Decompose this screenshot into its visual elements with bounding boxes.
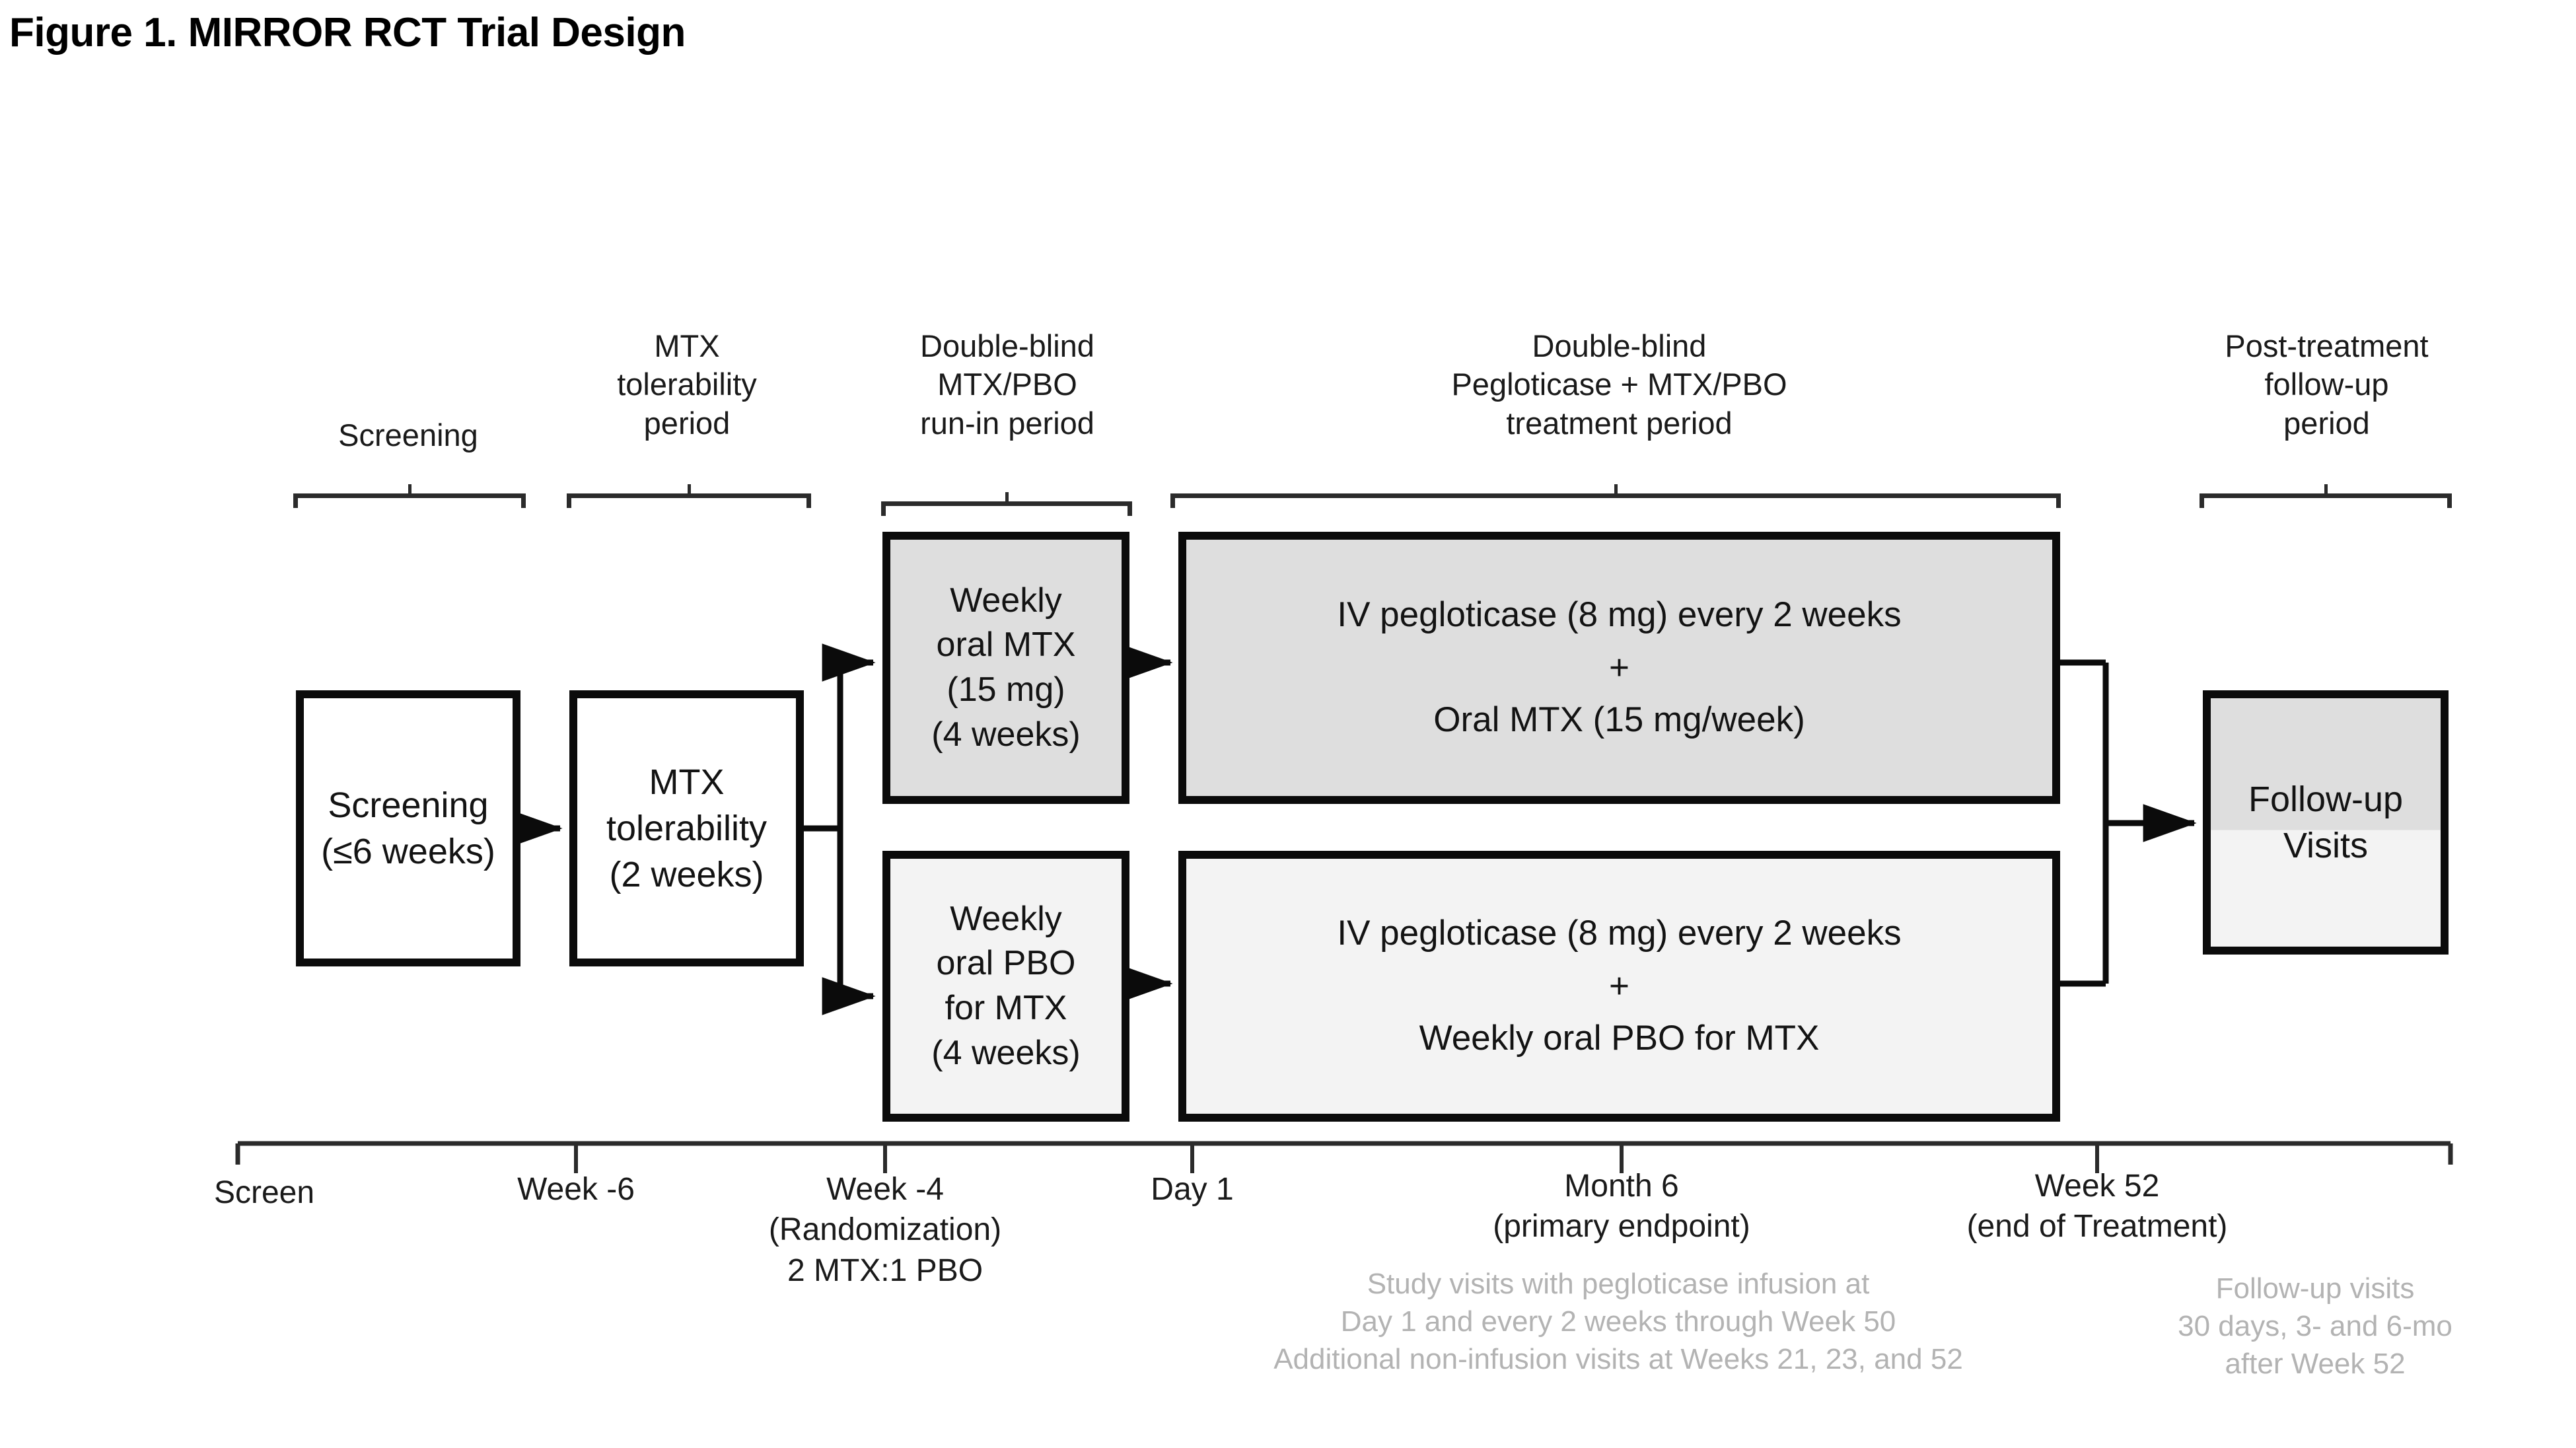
box-line: Weekly (950, 581, 1062, 620)
bracket-run-in (881, 492, 1132, 516)
box-line: tolerability (606, 808, 768, 848)
period-header-line: run-in period (920, 405, 1094, 441)
box-line: (≤6 weeks) (321, 832, 495, 871)
box-line: Weekly (950, 899, 1062, 938)
period-header-line: follow-up (2264, 367, 2389, 402)
period-header-line: MTX/PBO (937, 367, 1077, 402)
period-header-line: treatment period (1506, 405, 1733, 441)
timeline-label-line: Screen (213, 1175, 315, 1210)
timeline-label-week-52: Week 52 (end of Treatment) (1886, 1166, 2308, 1247)
note-study-visits: Study visits with pegloticase infusion a… (1176, 1265, 2061, 1379)
period-header-line: MTX (654, 328, 720, 363)
timeline-label-week-6: Week -6 (470, 1169, 682, 1210)
timeline-label-line: Week -6 (517, 1172, 635, 1207)
box-followup-visits[interactable]: Follow-up Visits (2203, 690, 2449, 955)
period-header-mtx-tolerability: MTX tolerability period (568, 327, 806, 443)
note-line: 30 days, 3- and 6-mo (2178, 1310, 2452, 1343)
box-line: IV pegloticase (8 mg) every 2 weeks (1337, 914, 1902, 953)
page-title: Figure 1. MIRROR RCT Trial Design (9, 10, 686, 55)
box-line: for MTX (945, 989, 1067, 1027)
period-header-treatment: Double-blind Pegloticase + MTX/PBO treat… (1178, 327, 2060, 443)
box-runin-weekly-oral-pbo[interactable]: Weekly oral PBO for MTX (4 weeks) (882, 851, 1129, 1122)
period-header-line: Double-blind (920, 328, 1094, 363)
timeline-label-day-1: Day 1 (1087, 1169, 1298, 1210)
box-line: Screening (328, 785, 489, 825)
period-header-line: period (643, 405, 731, 441)
box-line: MTX (649, 762, 725, 802)
period-header-run-in: Double-blind MTX/PBO run-in period (878, 327, 1136, 443)
bracket-treatment (1170, 484, 2061, 508)
box-treatment-pegloticase-mtx[interactable]: IV pegloticase (8 mg) every 2 weeks + Or… (1178, 532, 2060, 804)
period-header-line: Double-blind (1532, 328, 1707, 363)
note-line: Study visits with pegloticase infusion a… (1367, 1268, 1870, 1300)
timeline-label-line: (end of Treatment) (1966, 1209, 2228, 1245)
box-treatment-pegloticase-pbo[interactable]: IV pegloticase (8 mg) every 2 weeks + We… (1178, 851, 2060, 1122)
note-line: Day 1 and every 2 weeks through Week 50 (1340, 1305, 1896, 1338)
timeline-label-line: (Randomization) (768, 1212, 1002, 1248)
timeline-label-week-4: Week -4 (Randomization) 2 MTX:1 PBO (703, 1169, 1067, 1291)
note-line: after Week 52 (2225, 1348, 2406, 1381)
note-line: Follow-up visits (2215, 1272, 2415, 1305)
bracket-mtx-tolerability (567, 484, 811, 508)
box-line: oral MTX (936, 626, 1076, 665)
timeline-label-month-6: Month 6 (primary endpoint) (1407, 1166, 1836, 1247)
box-line: oral PBO (936, 944, 1076, 983)
box-line: (4 weeks) (931, 1033, 1081, 1072)
box-line: IV pegloticase (8 mg) every 2 weeks (1337, 595, 1902, 635)
bracket-post-treatment (2200, 484, 2452, 508)
timeline-label-screen: Screen (159, 1173, 370, 1213)
timeline-label-line: Week 52 (2034, 1169, 2160, 1204)
box-line: (2 weeks) (609, 855, 764, 895)
box-line: (15 mg) (947, 670, 1065, 709)
box-line: Oral MTX (15 mg/week) (1433, 700, 1805, 740)
plus-symbol: + (1609, 647, 1629, 687)
box-line: Visits (2283, 826, 2369, 865)
timeline-label-line: Day 1 (1151, 1172, 1234, 1207)
period-header-line: Screening (338, 417, 478, 452)
period-header-line: tolerability (617, 367, 757, 402)
box-line: (4 weeks) (931, 715, 1081, 754)
box-line: Follow-up (2248, 779, 2404, 819)
timeline-label-line: Month 6 (1564, 1169, 1679, 1204)
box-screening[interactable]: Screening (≤6 weeks) (296, 690, 520, 966)
period-header-line: period (2283, 405, 2370, 441)
timeline-label-line: Week -4 (826, 1172, 944, 1207)
timeline-axis (235, 1141, 2453, 1173)
box-runin-weekly-oral-mtx[interactable]: Weekly oral MTX (15 mg) (4 weeks) (882, 532, 1129, 804)
period-header-screening: Screening (296, 416, 520, 454)
connector-treatment-merge-to-followup (2060, 659, 2197, 987)
connector-tolerability-split (804, 643, 876, 1015)
box-mtx-tolerability[interactable]: MTX tolerability (2 weeks) (569, 690, 804, 966)
box-line: Weekly oral PBO for MTX (1419, 1019, 1820, 1058)
note-followup-visits: Follow-up visits 30 days, 3- and 6-mo af… (2124, 1270, 2507, 1383)
period-header-post-treatment: Post-treatment follow-up period (2173, 327, 2480, 443)
period-header-line: Pegloticase + MTX/PBO (1451, 367, 1787, 402)
period-header-line: Post-treatment (2225, 328, 2429, 363)
plus-symbol: + (1609, 966, 1629, 1005)
timeline-label-line: (primary endpoint) (1493, 1209, 1750, 1245)
bracket-screening (293, 484, 526, 508)
note-line: Additional non-infusion visits at Weeks … (1273, 1343, 1963, 1376)
timeline-label-line: 2 MTX:1 PBO (787, 1252, 984, 1288)
